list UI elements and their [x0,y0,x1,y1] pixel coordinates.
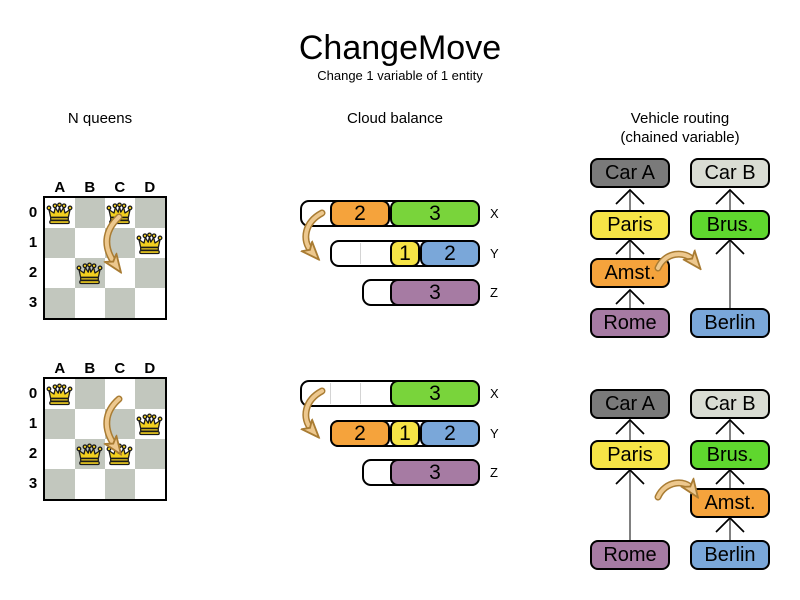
queen-icon [106,201,133,225]
capacity-gridline [360,243,361,264]
col-header: D [144,179,156,196]
node-label: Car A [604,392,656,415]
process-value: 2 [444,421,456,445]
section-title-nqueens: N queens [67,110,133,127]
computer-label-z: Z [490,465,498,480]
row-header: 3 [28,294,38,311]
vehicle-node: Car B [690,158,770,188]
capacity-gridline [360,383,361,404]
visit-node: Paris [590,440,670,470]
visit-node: Berlin [690,540,770,570]
process-value: 1 [399,241,411,265]
node-label: Car B [704,392,756,415]
computer-label-y: Y [490,246,499,261]
vehicle-node: Car A [590,158,670,188]
node-label: Paris [607,443,653,466]
section-title-cloud: Cloud balance [347,110,443,127]
queen-icon [46,201,73,225]
row-header: 2 [28,264,38,281]
move-arrow [654,483,692,501]
vehicle-node: Car A [590,389,670,419]
chain-arrow [615,468,645,540]
visit-node: Amst. [690,488,770,518]
visit-node: Rome [590,540,670,570]
chain-arrow [615,418,645,440]
process-block: 2 [420,240,480,267]
node-label: Brus. [706,213,754,236]
node-label: Brus. [706,443,754,466]
visit-node: Amst. [590,258,670,288]
visit-node: Rome [590,308,670,338]
chain-arrow [715,468,745,488]
process-value: 1 [399,421,411,445]
process-block: 1 [390,420,420,447]
process-block: 3 [390,380,480,407]
node-label: Car B [704,161,756,184]
col-header: C [114,360,126,377]
section-subtitle-vehicle: (chained variable) [620,129,740,146]
col-header: A [54,360,66,377]
process-block: 3 [390,279,480,306]
chain-arrow [715,516,745,540]
computer-label-y: Y [490,426,499,441]
process-block: 2 [420,420,480,447]
row-header: 0 [28,385,38,402]
process-value: 3 [429,460,441,484]
chain-arrow [715,188,745,210]
process-block: 2 [330,200,390,227]
computer-label-x: X [490,206,499,221]
node-label: Amst. [704,491,756,514]
visit-node: Paris [590,210,670,240]
process-value: 2 [444,241,456,265]
process-value: 2 [354,201,366,225]
section-title-vehicle: Vehicle routing [630,110,730,127]
row-header: 0 [28,204,38,221]
chain-arrow [715,418,745,440]
queen-icon [136,412,163,436]
col-header: B [84,360,96,377]
queen-icon [136,231,163,255]
process-block: 3 [390,200,480,227]
capacity-gridline [330,383,331,404]
visit-node: Brus. [690,210,770,240]
node-label: Amst. [604,261,656,284]
col-header: B [84,179,96,196]
visit-node: Berlin [690,308,770,338]
node-label: Berlin [704,543,756,566]
col-header: C [114,179,126,196]
row-header: 1 [28,234,38,251]
chain-arrow [615,288,645,308]
process-block: 2 [330,420,390,447]
queen-icon [46,382,73,406]
process-value: 3 [429,201,441,225]
node-label: Berlin [704,311,756,334]
queen-icon [106,442,133,466]
col-header: D [144,360,156,377]
queen-icon [76,261,103,285]
visit-node: Brus. [690,440,770,470]
process-block: 3 [390,459,480,486]
node-label: Car A [604,161,656,184]
chain-arrow [715,238,745,308]
node-label: Rome [603,311,657,334]
process-value: 3 [429,280,441,304]
node-label: Paris [607,213,653,236]
page-title: ChangeMove [298,29,502,67]
chain-arrow [615,188,645,210]
computer-label-x: X [490,386,499,401]
process-value: 2 [354,421,366,445]
queen-icon [76,442,103,466]
process-block: 1 [390,240,420,267]
node-label: Rome [603,543,657,566]
row-header: 3 [28,475,38,492]
col-header: A [54,179,66,196]
vehicle-node: Car B [690,389,770,419]
row-header: 1 [28,415,38,432]
process-value: 3 [429,381,441,405]
chain-arrow [615,238,645,258]
row-header: 2 [28,445,38,462]
computer-label-z: Z [490,285,498,300]
page-subtitle: Change 1 variable of 1 entity [317,68,483,83]
